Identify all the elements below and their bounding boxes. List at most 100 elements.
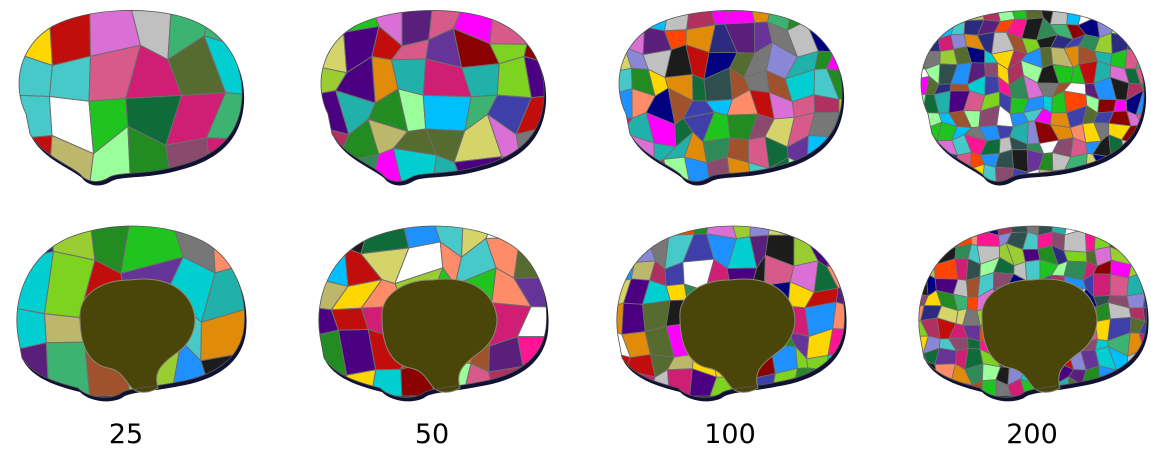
parcel	[683, 156, 711, 182]
brain-lateral-25-svg	[18, 10, 245, 186]
parcel	[938, 226, 954, 237]
parcel-group	[320, 10, 545, 182]
brain-medial-50	[310, 218, 555, 402]
parcel	[832, 10, 843, 29]
parcel	[920, 30, 927, 52]
parcel	[838, 94, 843, 118]
parcel	[18, 10, 53, 67]
parcel	[827, 156, 843, 182]
parcel	[918, 245, 929, 264]
parcel	[924, 140, 938, 160]
cortex-outline	[16, 225, 245, 398]
parcel	[89, 125, 132, 182]
medial-wall	[679, 278, 796, 393]
parcel	[920, 15, 927, 37]
parcel	[618, 10, 632, 32]
parcel	[1126, 30, 1143, 52]
parcel	[938, 171, 957, 182]
parcel	[918, 361, 928, 382]
parcel	[923, 10, 940, 25]
parcel	[621, 302, 646, 335]
parcel	[926, 229, 942, 254]
parcel	[1136, 18, 1145, 37]
parcel	[920, 124, 926, 144]
parcel	[1084, 228, 1096, 253]
parcel	[522, 365, 547, 397]
brain-medial-200-svg	[918, 225, 1149, 402]
parcel-group	[618, 10, 843, 182]
parcel	[621, 160, 655, 182]
medial-wall	[79, 278, 196, 393]
parcel	[967, 226, 983, 231]
parcel	[1109, 273, 1129, 297]
parcel	[206, 137, 243, 182]
parcel	[1140, 164, 1145, 182]
parcel	[920, 150, 945, 174]
parcel	[1141, 138, 1145, 156]
brain-medial-50-svg	[318, 225, 549, 402]
parcel	[918, 226, 927, 234]
parcel	[920, 109, 924, 131]
parcel	[1138, 320, 1147, 338]
parcel	[360, 226, 410, 255]
parcel	[805, 10, 837, 22]
parcel	[1082, 226, 1098, 236]
parcel	[918, 257, 929, 278]
medial-wall	[381, 278, 498, 393]
parcel	[1024, 259, 1041, 282]
parcel-group	[18, 10, 243, 182]
brain-lateral-50-svg	[320, 10, 547, 186]
parcel	[1122, 18, 1143, 37]
parcel	[1111, 10, 1127, 27]
label-50: 50	[414, 419, 450, 450]
parcel	[1142, 153, 1145, 170]
cortex-outline	[618, 10, 843, 182]
parcel	[1124, 379, 1142, 397]
parcel	[937, 381, 954, 397]
brain-medial-100	[608, 218, 853, 402]
parcel	[1140, 226, 1147, 234]
parcel	[422, 94, 472, 132]
parcel	[826, 239, 845, 268]
cortex-outline	[616, 225, 845, 398]
brain-lateral-100	[608, 6, 853, 186]
parcel	[668, 226, 695, 236]
parcel	[616, 226, 632, 247]
parcel	[519, 153, 545, 182]
parcel	[826, 370, 845, 397]
parcel	[1096, 10, 1116, 25]
parcel	[920, 139, 929, 159]
parcel	[43, 313, 86, 344]
parcel	[1135, 50, 1145, 70]
parcel	[1111, 379, 1127, 397]
parcel	[1135, 89, 1145, 116]
parcel	[952, 168, 971, 182]
parcel	[616, 302, 624, 335]
parcel	[984, 62, 999, 78]
parcel	[489, 10, 528, 45]
parcel	[523, 55, 545, 99]
parcel	[1137, 365, 1147, 386]
parcel	[1010, 226, 1029, 234]
parcel	[806, 156, 834, 182]
parcel	[664, 10, 691, 32]
label-200: 200	[1006, 419, 1058, 450]
label-25: 25	[108, 419, 144, 450]
parcel	[627, 10, 650, 32]
brain-lateral-200	[910, 6, 1151, 186]
parcel	[370, 368, 403, 397]
parcel	[949, 83, 971, 92]
parcel	[724, 10, 756, 25]
parcel	[1143, 348, 1147, 372]
parcel	[1140, 227, 1147, 251]
parcel	[1096, 380, 1114, 397]
cortex-outline	[320, 10, 545, 182]
parcel	[920, 171, 945, 182]
parcel	[1063, 250, 1088, 263]
parcel	[1126, 292, 1146, 309]
brain-lateral-100-svg	[618, 10, 845, 186]
parcel	[832, 301, 845, 330]
parcel	[318, 226, 345, 249]
parcel	[1140, 247, 1147, 264]
